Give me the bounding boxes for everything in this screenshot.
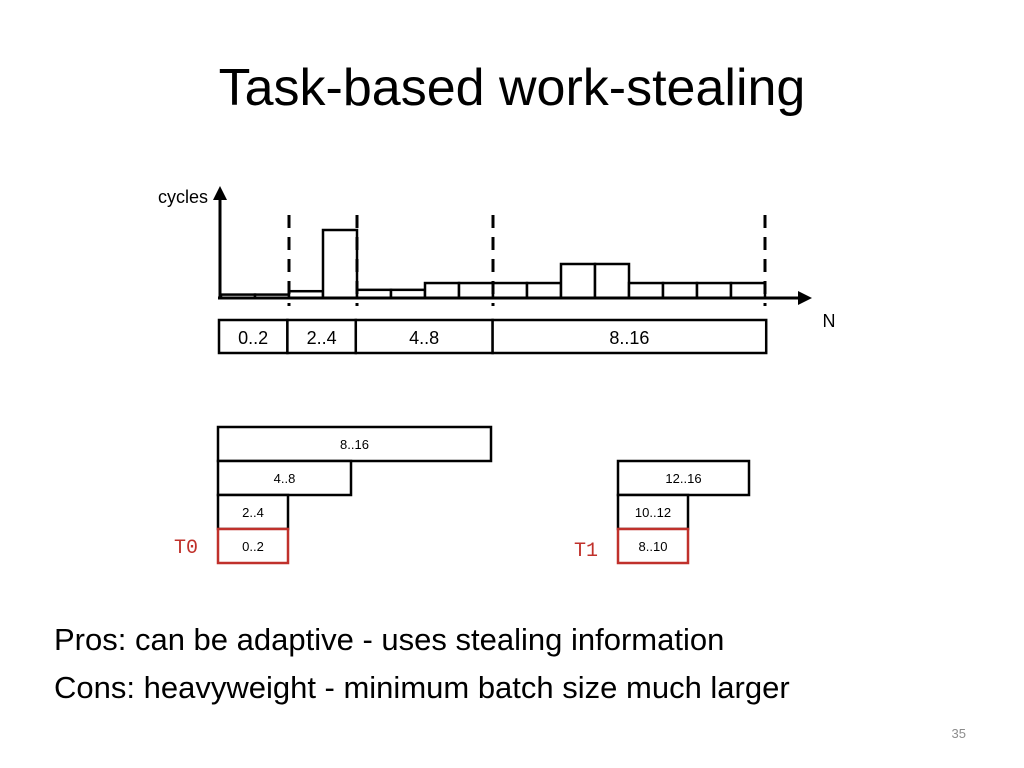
- range-segment: [491, 318, 768, 355]
- histogram-bar: [593, 262, 631, 300]
- task-label: 8..10: [639, 539, 668, 554]
- range-segment: [354, 318, 494, 355]
- task-box: [616, 527, 690, 565]
- histogram-bar: [729, 281, 767, 300]
- task-label: 2..4: [242, 505, 264, 520]
- work-stealing-diagram: cycles N 0..2 2..4 4..8 8..16 8..16 4..8 2..4…: [158, 186, 836, 565]
- task-label: 12..16: [665, 471, 701, 486]
- range-label: 4..8: [409, 328, 439, 348]
- task-deques: 8..16 4..8 2..4 0..2 T0 12..16 10..12 8..10 T1: [174, 425, 751, 565]
- y-axis-arrowhead: [213, 186, 227, 200]
- histogram: cycles N: [158, 186, 836, 331]
- range-divider-lines: [287, 215, 767, 306]
- histogram-bar: [627, 281, 665, 300]
- thread-label: T1: [574, 540, 598, 563]
- thread-label: T0: [174, 537, 198, 560]
- task-label: 0..2: [242, 539, 264, 554]
- range-label: 0..2: [238, 328, 268, 348]
- histogram-bar: [423, 281, 461, 300]
- y-axis-label: cycles: [158, 187, 208, 207]
- pros-text: Pros: can be adaptive - uses stealing in…: [54, 622, 725, 657]
- x-axis-arrowhead: [798, 291, 812, 305]
- histogram-bar: [525, 281, 563, 300]
- range-label: 8..16: [609, 328, 649, 348]
- cons-text: Cons: heavyweight - minimum batch size m…: [54, 670, 790, 705]
- range-label: 2..4: [307, 328, 337, 348]
- task-box: [216, 459, 353, 497]
- histogram-bar: [559, 262, 597, 300]
- task-label: 10..12: [635, 505, 671, 520]
- page-number: 35: [951, 726, 966, 741]
- slide-title: Task-based work-stealing: [218, 59, 806, 117]
- histogram-bar: [491, 281, 529, 300]
- task-label: 4..8: [274, 471, 296, 486]
- histogram-bar: [457, 281, 495, 300]
- task-box: [216, 425, 493, 463]
- task-box: [216, 527, 290, 565]
- histogram-bars: [219, 228, 767, 300]
- histogram-bar: [695, 281, 733, 300]
- range-bar: 0..2 2..4 4..8 8..16: [217, 318, 768, 355]
- x-axis-label: N: [823, 311, 836, 331]
- pros-cons-list: Pros: can be adaptive - uses stealing in…: [54, 616, 790, 712]
- histogram-bar: [661, 281, 699, 300]
- histogram-bar: [321, 228, 359, 300]
- range-segment: [286, 318, 358, 355]
- task-label: 8..16: [340, 437, 369, 452]
